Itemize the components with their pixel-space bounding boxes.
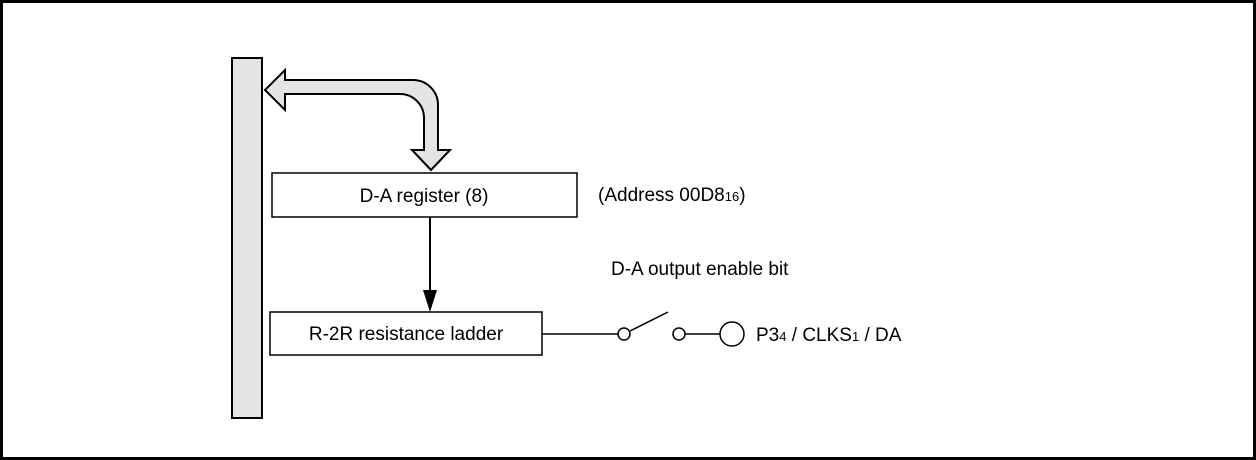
pin-da: / DA (859, 325, 902, 346)
r2r-ladder-box (269, 311, 543, 356)
pin-label: P34 / CLKS1 / DA (756, 325, 902, 346)
internal-data-bus (231, 57, 263, 419)
r2r-ladder-label: R-2R resistance ladder (309, 324, 504, 345)
switch-contact-right (672, 327, 686, 341)
bus-arrow (263, 67, 453, 172)
pin-clks-sub: 1 (852, 329, 859, 344)
address-suffix: ) (739, 185, 745, 206)
pin-clks: / CLKS (786, 325, 851, 346)
da-register-label: D-A register (8) (360, 186, 489, 207)
switch-blade (629, 311, 669, 332)
enable-bit-label: D-A output enable bit (611, 259, 789, 280)
address-prefix: (Address 00D8 (598, 185, 725, 206)
address-label: (Address 00D816) (598, 185, 746, 206)
address-subscript: 16 (725, 189, 739, 204)
da-register-box (271, 172, 578, 218)
switch-contact-left (617, 327, 631, 341)
register-to-ladder-arrowhead (423, 290, 437, 312)
pin-p: P3 (756, 325, 779, 346)
pin-terminal (719, 321, 745, 347)
pin-p-sub: 4 (779, 329, 786, 344)
